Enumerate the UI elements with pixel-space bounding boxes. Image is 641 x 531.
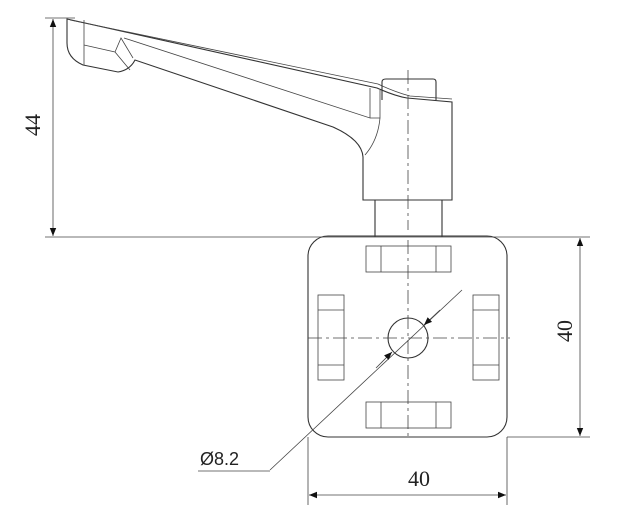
dimension-block-height: 40 (552, 320, 577, 342)
shaft (374, 200, 443, 237)
dimension-lines (45, 17, 590, 505)
square-block (307, 235, 508, 438)
lever-handle (66, 18, 453, 201)
dimension-height-44: 44 (20, 114, 45, 136)
dimension-hole-diameter: Ø8.2 (200, 449, 240, 469)
dimension-block-width: 40 (408, 466, 430, 491)
slots (317, 245, 500, 429)
